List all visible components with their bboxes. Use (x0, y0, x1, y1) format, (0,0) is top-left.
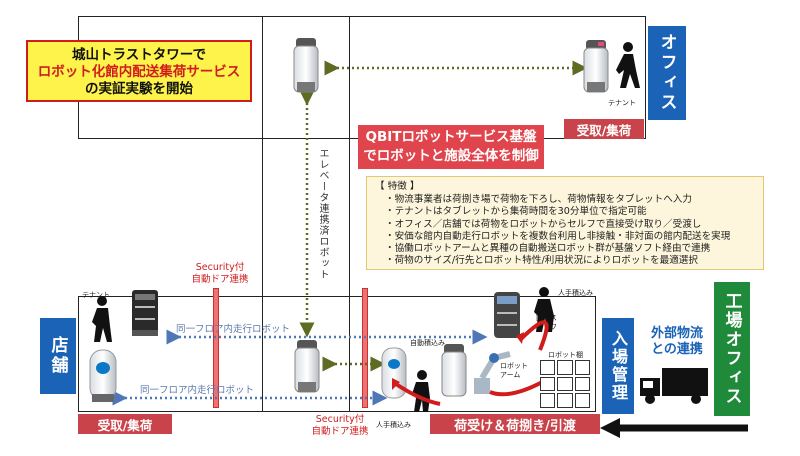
office-label: オフィス (648, 26, 686, 120)
tenant-note-top: テナント (608, 99, 636, 107)
feature-item: 安価な館内自動走行ロボットを複数台利用し非接触・非対面の館内配送を実現 (385, 231, 755, 243)
store-label-text: 店舗 (47, 336, 68, 376)
features-box: 【 特徴 】 物流事業者は荷捌き場で荷物を下ろし、荷物情報をタブレットへ入力 テ… (366, 176, 764, 270)
receive-label-bottom-text: 受取/集荷 (97, 417, 153, 433)
qbit-platform-box: QBITロボットサービス基盤 でロボットと施設全体を制御 (358, 125, 544, 169)
manual-load-note-bottom: 人手積込み (376, 421, 411, 429)
feature-item: 協働ロボットアームと異種の自動搬送ロボット群が基盤ソフト経由で連携 (385, 243, 755, 255)
security-door-bar (213, 288, 219, 408)
external-logistics-line-1: 外部物流 (650, 326, 703, 341)
security-bottom-line-2: 自動ドア連携 (311, 426, 369, 437)
factory-office-label: 工場オフィス (714, 282, 750, 416)
same-floor-robot-label: 同一フロア内走行ロボット (140, 382, 254, 396)
feature-item: 荷物のサイズ/行先とロボット特性/利用状況によりロボットを最適選択 (385, 255, 755, 267)
same-floor-robot-label: 同一フロア内走行ロボット (176, 321, 290, 335)
robot-arm-note: ロボットアーム (500, 362, 528, 379)
same-floor-robot-label-1: 同一フロア内走行ロボット (176, 324, 291, 335)
security-top-line-1: Security付 (195, 262, 245, 273)
robot-shelf-note: ロボット棚 (548, 351, 583, 359)
store-label: 店舗 (40, 318, 76, 394)
receive-label-bottom: 受取/集荷 (78, 414, 172, 434)
manual-load-note-top: 人手積込み (558, 289, 593, 297)
office-label-text: オフィス (656, 33, 677, 113)
title-line-3: の実証実験を開始 (85, 81, 193, 97)
elevator-robot-label: エレベータ連携済ロボット (314, 148, 330, 288)
qbit-line-2: でロボットと施設全体を制御 (363, 148, 539, 164)
feature-item: オフィス／店舗では荷物をロボットからセルフで直接受け取り／受渡し (385, 219, 755, 231)
features-heading: 【 特徴 】 (375, 181, 420, 192)
external-logistics-line-2: との連携 (651, 342, 703, 357)
robot-shelf-grid (540, 360, 590, 408)
ground-floor-frame (78, 296, 596, 412)
tenant-note-left: テナント (82, 291, 110, 299)
title-box: 城山トラストタワーで ロボット化館内配送集荷サービス の実証実験を開始 (26, 40, 252, 102)
security-top-line-2: 自動ドア連携 (191, 274, 249, 285)
receive-label-top: 受取/集荷 (564, 119, 644, 139)
external-logistics-text: 外部物流 との連携 (642, 326, 712, 358)
security-door-label-bottom: Security付 自動ドア連携 (300, 414, 380, 438)
security-door-label-top: Security付 自動ドア連携 (180, 262, 260, 286)
elevator-robot-label-text: エレベータ連携済ロボット (317, 148, 328, 280)
entry-management-label-text: 入場管理 (609, 330, 628, 402)
title-line-2: ロボット化館内配送集荷サービス (37, 64, 241, 80)
security-bottom-line-1: Security付 (315, 414, 365, 425)
receive-label-top-text: 受取/集荷 (576, 122, 632, 138)
factory-office-label-text: 工場オフィス (721, 292, 742, 406)
security-door-bar (362, 288, 368, 408)
truck-icon (640, 368, 708, 404)
same-floor-robot-label-2: 同一フロア内走行ロボット (140, 385, 255, 396)
sorting-label: 荷受け＆荷捌き/引渡 (430, 414, 600, 434)
title-line-1: 城山トラストタワーで (72, 47, 206, 63)
feature-item: 物流事業者は荷捌き場で荷物を下ろし、荷物情報をタブレットへ入力 (385, 194, 755, 206)
entry-management-label: 入場管理 (602, 318, 634, 414)
staff-note: 館内スタッフ (536, 314, 557, 331)
feature-item: テナントはタブレットから集荷時間を30分単位で指定可能 (385, 206, 755, 218)
sorting-label-text: 荷受け＆荷捌き/引渡 (454, 418, 576, 434)
auto-load-note: 自動積込み (410, 339, 445, 347)
qbit-line-1: QBITロボットサービス基盤 (365, 129, 537, 145)
